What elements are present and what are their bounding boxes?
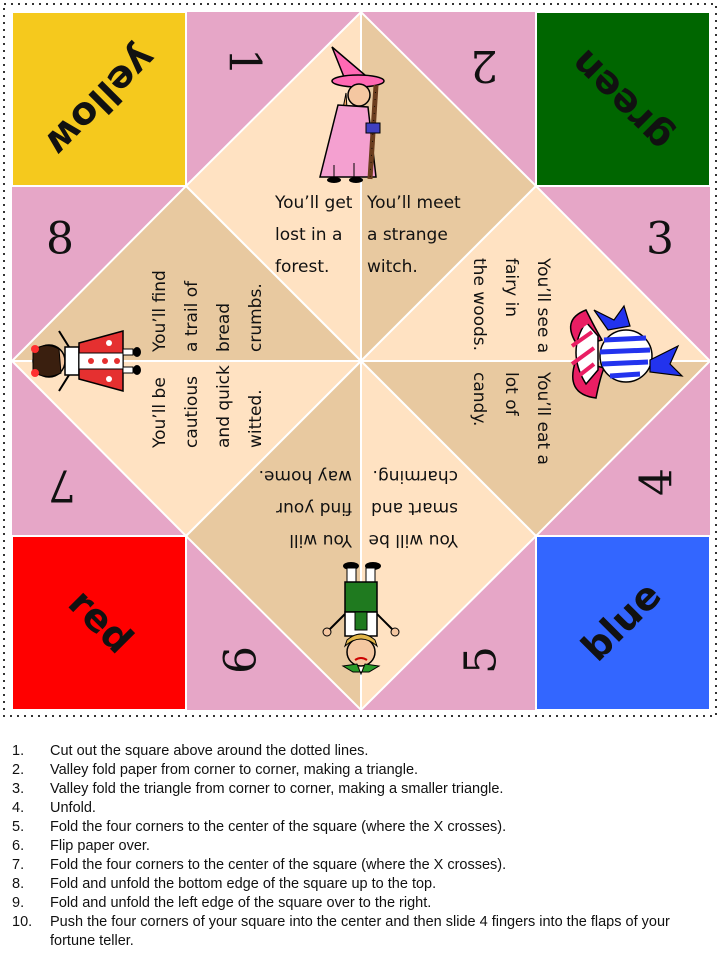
- instruction-text: Push the four corners of your square int…: [50, 914, 670, 949]
- fortune-3: You’ll see a fairy in the woods.: [469, 257, 553, 359]
- corner-blue: [535, 535, 711, 711]
- girl-illustration: [31, 330, 141, 392]
- instruction-step: 5. Fold the four corners to the center of…: [12, 818, 702, 837]
- fortune-4: You’ll eat a lot of candy.: [469, 371, 553, 470]
- fortune-1: You’ll get lost in a forest.: [274, 193, 358, 277]
- instruction-number: 2.: [12, 762, 25, 778]
- instruction-text: Flip paper over.: [50, 838, 150, 854]
- boy-illustration: [322, 562, 400, 676]
- fortune-6: You will find your way home.: [259, 466, 353, 550]
- flap-number-3: 3: [646, 214, 674, 265]
- flap-number-2: 2: [470, 40, 498, 91]
- instruction-number: 7.: [12, 857, 25, 873]
- flap-number-7: 7: [48, 460, 76, 511]
- flap-number-6: 6: [216, 646, 267, 674]
- instruction-text: Fold the four corners to the center of t…: [50, 857, 507, 873]
- fortune-5: You will be smart and charming.: [363, 466, 459, 550]
- instruction-number: 8.: [12, 876, 25, 892]
- instructions-list: 1. Cut out the square above around the do…: [12, 742, 702, 951]
- fortune-2: You’ll meet a strange witch.: [366, 193, 466, 277]
- corner-green: [535, 11, 711, 187]
- candy-illustration: [569, 304, 684, 399]
- flap-number-4: 4: [632, 468, 683, 496]
- corner-red: [11, 535, 187, 711]
- instruction-step: 10. Push the four corners of your square …: [12, 913, 702, 951]
- instruction-text: Cut out the square above around the dott…: [50, 743, 369, 759]
- instruction-step: 1. Cut out the square above around the do…: [12, 742, 702, 761]
- instruction-text: Valley fold the triangle from corner to …: [50, 781, 504, 797]
- instruction-number: 6.: [12, 838, 25, 854]
- instruction-text: Unfold.: [50, 800, 96, 816]
- instruction-number: 10.: [12, 914, 33, 930]
- flap-number-1: 1: [219, 48, 270, 76]
- flap-number-5: 5: [456, 646, 507, 674]
- instruction-number: 9.: [12, 895, 25, 911]
- fortune-teller-sheet: yellow green red blue 1 2 3 4 5 6 7 8 Yo…: [3, 3, 717, 717]
- flap-number-8: 8: [46, 214, 74, 265]
- instruction-step: 4. Unfold.: [12, 799, 702, 818]
- instruction-number: 1.: [12, 743, 25, 759]
- instruction-text: Fold and unfold the left edge of the squ…: [50, 895, 432, 911]
- instruction-number: 5.: [12, 819, 25, 835]
- fortune-7: You’ll be cautious and quick witted.: [150, 360, 266, 449]
- instruction-step: 9. Fold and unfold the left edge of the s…: [12, 894, 702, 913]
- witch-illustration: [319, 46, 385, 183]
- corner-yellow: [11, 11, 187, 187]
- instruction-step: 2. Valley fold paper from corner to corne…: [12, 761, 702, 780]
- fortune-8: You’ll find a trail of bread crumbs.: [150, 265, 266, 353]
- instruction-step: 3. Valley fold the triangle from corner t…: [12, 780, 702, 799]
- instruction-step: 7. Fold the four corners to the center of…: [12, 856, 702, 875]
- instruction-step: 8. Fold and unfold the bottom edge of the…: [12, 875, 702, 894]
- instruction-number: 4.: [12, 800, 25, 816]
- dotted-cut-line: [3, 3, 717, 717]
- instruction-step: 6. Flip paper over.: [12, 837, 702, 856]
- instruction-text: Fold and unfold the bottom edge of the s…: [50, 876, 437, 892]
- instruction-number: 3.: [12, 781, 25, 797]
- instruction-text: Fold the four corners to the center of t…: [50, 819, 507, 835]
- instruction-text: Valley fold paper from corner to corner,…: [50, 762, 419, 778]
- triangle-left-top: [9, 184, 364, 362]
